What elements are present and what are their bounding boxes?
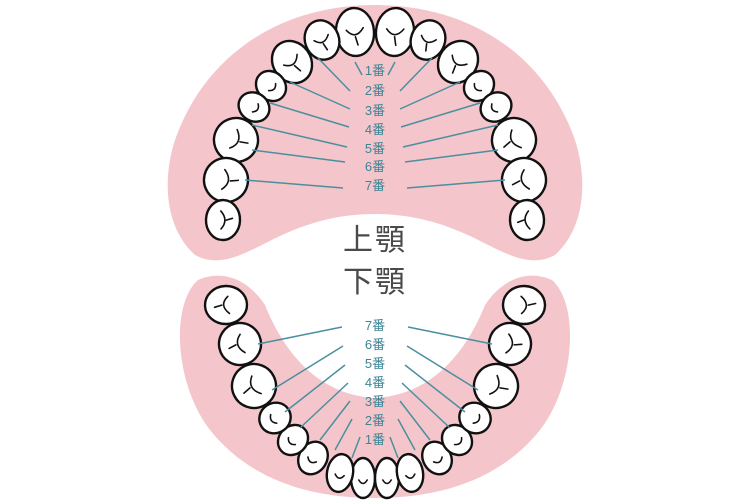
upper-left-leader-5 bbox=[251, 124, 348, 148]
lower-label-6: 6番 bbox=[365, 337, 385, 352]
lower-left-leader-7 bbox=[351, 436, 361, 459]
upper-left-leader-7 bbox=[244, 179, 344, 189]
lower-right-leader-7 bbox=[389, 436, 399, 459]
lower-left-tooth-8 bbox=[203, 284, 249, 326]
upper-label-6: 6番 bbox=[365, 159, 385, 174]
upper-number-labels: 1番 2番 3番 4番 5番 6番 7番 bbox=[365, 63, 385, 193]
lower-label-5: 5番 bbox=[365, 356, 385, 371]
upper-right-tooth-2 bbox=[409, 19, 447, 61]
lower-label-7: 7番 bbox=[365, 318, 385, 333]
upper-label-3: 3番 bbox=[365, 103, 385, 118]
upper-label-4: 4番 bbox=[365, 122, 385, 137]
upper-right-tooth-8 bbox=[508, 198, 546, 242]
lower-label-2: 2番 bbox=[365, 413, 385, 428]
upper-label-2: 2番 bbox=[365, 83, 385, 98]
lower-left-tooth-1 bbox=[349, 456, 377, 500]
upper-left-tooth-8 bbox=[204, 198, 242, 242]
lower-left-leader-3 bbox=[284, 364, 346, 413]
lower-right-leader-4 bbox=[401, 382, 451, 429]
upper-right-leader-5 bbox=[402, 124, 499, 148]
upper-right-leader-7 bbox=[406, 179, 506, 189]
upper-left-tooth-2 bbox=[303, 19, 341, 61]
upper-label-5: 5番 bbox=[365, 141, 385, 156]
lower-label-3: 3番 bbox=[365, 394, 385, 409]
upper-jaw-label: 上顎 bbox=[343, 223, 407, 258]
lower-right-tooth-1 bbox=[373, 456, 401, 500]
upper-right-leader-4 bbox=[400, 102, 481, 128]
lower-right-leader-6 bbox=[397, 418, 416, 451]
upper-left-leader-2 bbox=[317, 57, 351, 92]
upper-left-leader-3 bbox=[289, 81, 351, 110]
lower-right-tooth-7 bbox=[487, 321, 533, 367]
upper-left-leader-6 bbox=[251, 149, 346, 163]
lower-right-leader-5 bbox=[399, 400, 431, 441]
upper-right-tooth-5 bbox=[479, 91, 513, 123]
upper-right-leader-1 bbox=[387, 61, 396, 76]
upper-gum bbox=[167, 5, 583, 261]
upper-left-leader-1 bbox=[354, 61, 363, 76]
upper-right-leader-6 bbox=[404, 149, 499, 163]
upper-right-leader-2 bbox=[399, 57, 433, 92]
lower-label-4: 4番 bbox=[365, 375, 385, 390]
lower-right-leader-1 bbox=[407, 326, 493, 345]
lower-number-labels: 7番 6番 5番 4番 3番 2番 1番 bbox=[365, 318, 385, 447]
lower-left-leader-1 bbox=[257, 326, 343, 345]
lower-right-leader-3 bbox=[404, 364, 466, 413]
lower-left-leader-5 bbox=[319, 400, 351, 441]
lower-left-leader-2 bbox=[271, 345, 344, 391]
lower-right-tooth-2 bbox=[395, 452, 425, 494]
lower-left-tooth-2 bbox=[325, 452, 355, 494]
lower-right-leader-2 bbox=[406, 345, 479, 391]
upper-label-1: 1番 bbox=[365, 63, 385, 78]
lower-left-tooth-6 bbox=[230, 362, 278, 410]
lower-right-tooth-8 bbox=[501, 284, 547, 326]
upper-right-leader-3 bbox=[399, 81, 461, 110]
lower-left-leader-4 bbox=[299, 382, 349, 429]
lower-right-tooth-6 bbox=[472, 362, 520, 410]
lower-jaw-label: 下顎 bbox=[343, 265, 407, 300]
upper-left-tooth-5 bbox=[237, 91, 271, 123]
upper-label-7: 7番 bbox=[365, 178, 385, 193]
lower-right-tooth-5 bbox=[458, 401, 492, 435]
lower-left-leader-6 bbox=[334, 418, 353, 451]
lower-label-1: 1番 bbox=[365, 432, 385, 447]
lower-left-tooth-7 bbox=[217, 321, 263, 367]
upper-left-leader-4 bbox=[269, 102, 350, 128]
